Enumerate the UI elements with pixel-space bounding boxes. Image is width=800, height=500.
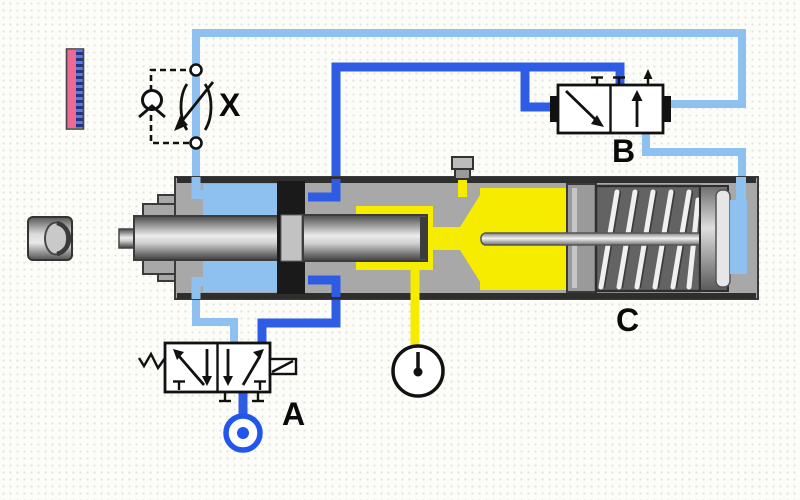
intensifier-shaft	[302, 214, 428, 262]
valve-b-ports	[591, 69, 653, 85]
valve-b-open-position	[631, 90, 643, 127]
filler-plug	[451, 156, 474, 180]
ruler-border	[65, 48, 85, 130]
pipe-lightblue-cylinder-to-valveA	[192, 292, 238, 347]
cylinder-bottom-wall	[177, 293, 756, 299]
ruler-pink-bar	[67, 50, 76, 128]
valve-b-left-pilot-tab	[550, 96, 558, 122]
junction-node-top	[189, 63, 203, 77]
valve-b-exhaust-arrow	[643, 69, 653, 79]
valve-a[interactable]	[137, 341, 298, 403]
pipe-darkblue-pilot-branch	[520, 67, 556, 112]
flow-control-valve-x[interactable]	[138, 63, 215, 150]
label-b: B	[612, 133, 635, 169]
reservoir-piston-cap	[715, 189, 731, 288]
valve-a-right-position	[223, 349, 266, 390]
workpiece-cap	[27, 216, 73, 261]
valve-b-closed-position	[565, 89, 604, 127]
air-port-bottom	[191, 278, 201, 299]
right-air-port	[736, 177, 746, 205]
valve-a-left-position	[173, 349, 212, 390]
air-channel-top	[191, 190, 209, 199]
label-c: C	[616, 302, 639, 338]
pressure-gauge-icon	[391, 344, 445, 398]
valve-a-exhaust-ports	[219, 392, 264, 403]
pilot-channel-bottom	[308, 275, 341, 297]
pipe-lightblue-valveB-to-cylinder	[642, 131, 746, 184]
valve-b[interactable]	[550, 69, 671, 135]
piston-hub	[280, 214, 303, 262]
pipe-lightblue-main-loop	[192, 29, 746, 184]
filler-channel	[458, 177, 467, 197]
check-valve-icon	[138, 89, 166, 119]
pipe-darkblue-cylinder-to-valveA	[257, 292, 341, 347]
flow-control-icon	[174, 81, 215, 131]
valve-b-right-pilot-tab	[663, 96, 671, 122]
shaft-end-face	[420, 217, 427, 259]
spring-return-icon	[137, 351, 166, 371]
air-channel-bottom	[191, 277, 209, 286]
junction-node-bottom	[189, 136, 203, 150]
pilot-channel-top	[308, 179, 341, 202]
oil-funnel	[460, 192, 482, 285]
tubing	[192, 29, 746, 417]
ram-shaft	[133, 215, 284, 261]
reservoir-rod	[480, 232, 704, 246]
ruler-tick-bar	[76, 50, 83, 128]
valve-a-actuator[interactable]	[268, 357, 298, 376]
label-a: A	[282, 396, 305, 432]
ram-nose	[118, 228, 136, 249]
right-air-pocket	[730, 200, 747, 274]
oil-throat	[433, 227, 462, 250]
label-x: X	[219, 87, 241, 123]
air-supply-icon[interactable]	[223, 413, 263, 453]
air-port-top	[191, 177, 201, 198]
booster-cylinder	[118, 156, 759, 300]
cap-recess	[56, 220, 72, 257]
scale-ruler	[65, 48, 85, 130]
